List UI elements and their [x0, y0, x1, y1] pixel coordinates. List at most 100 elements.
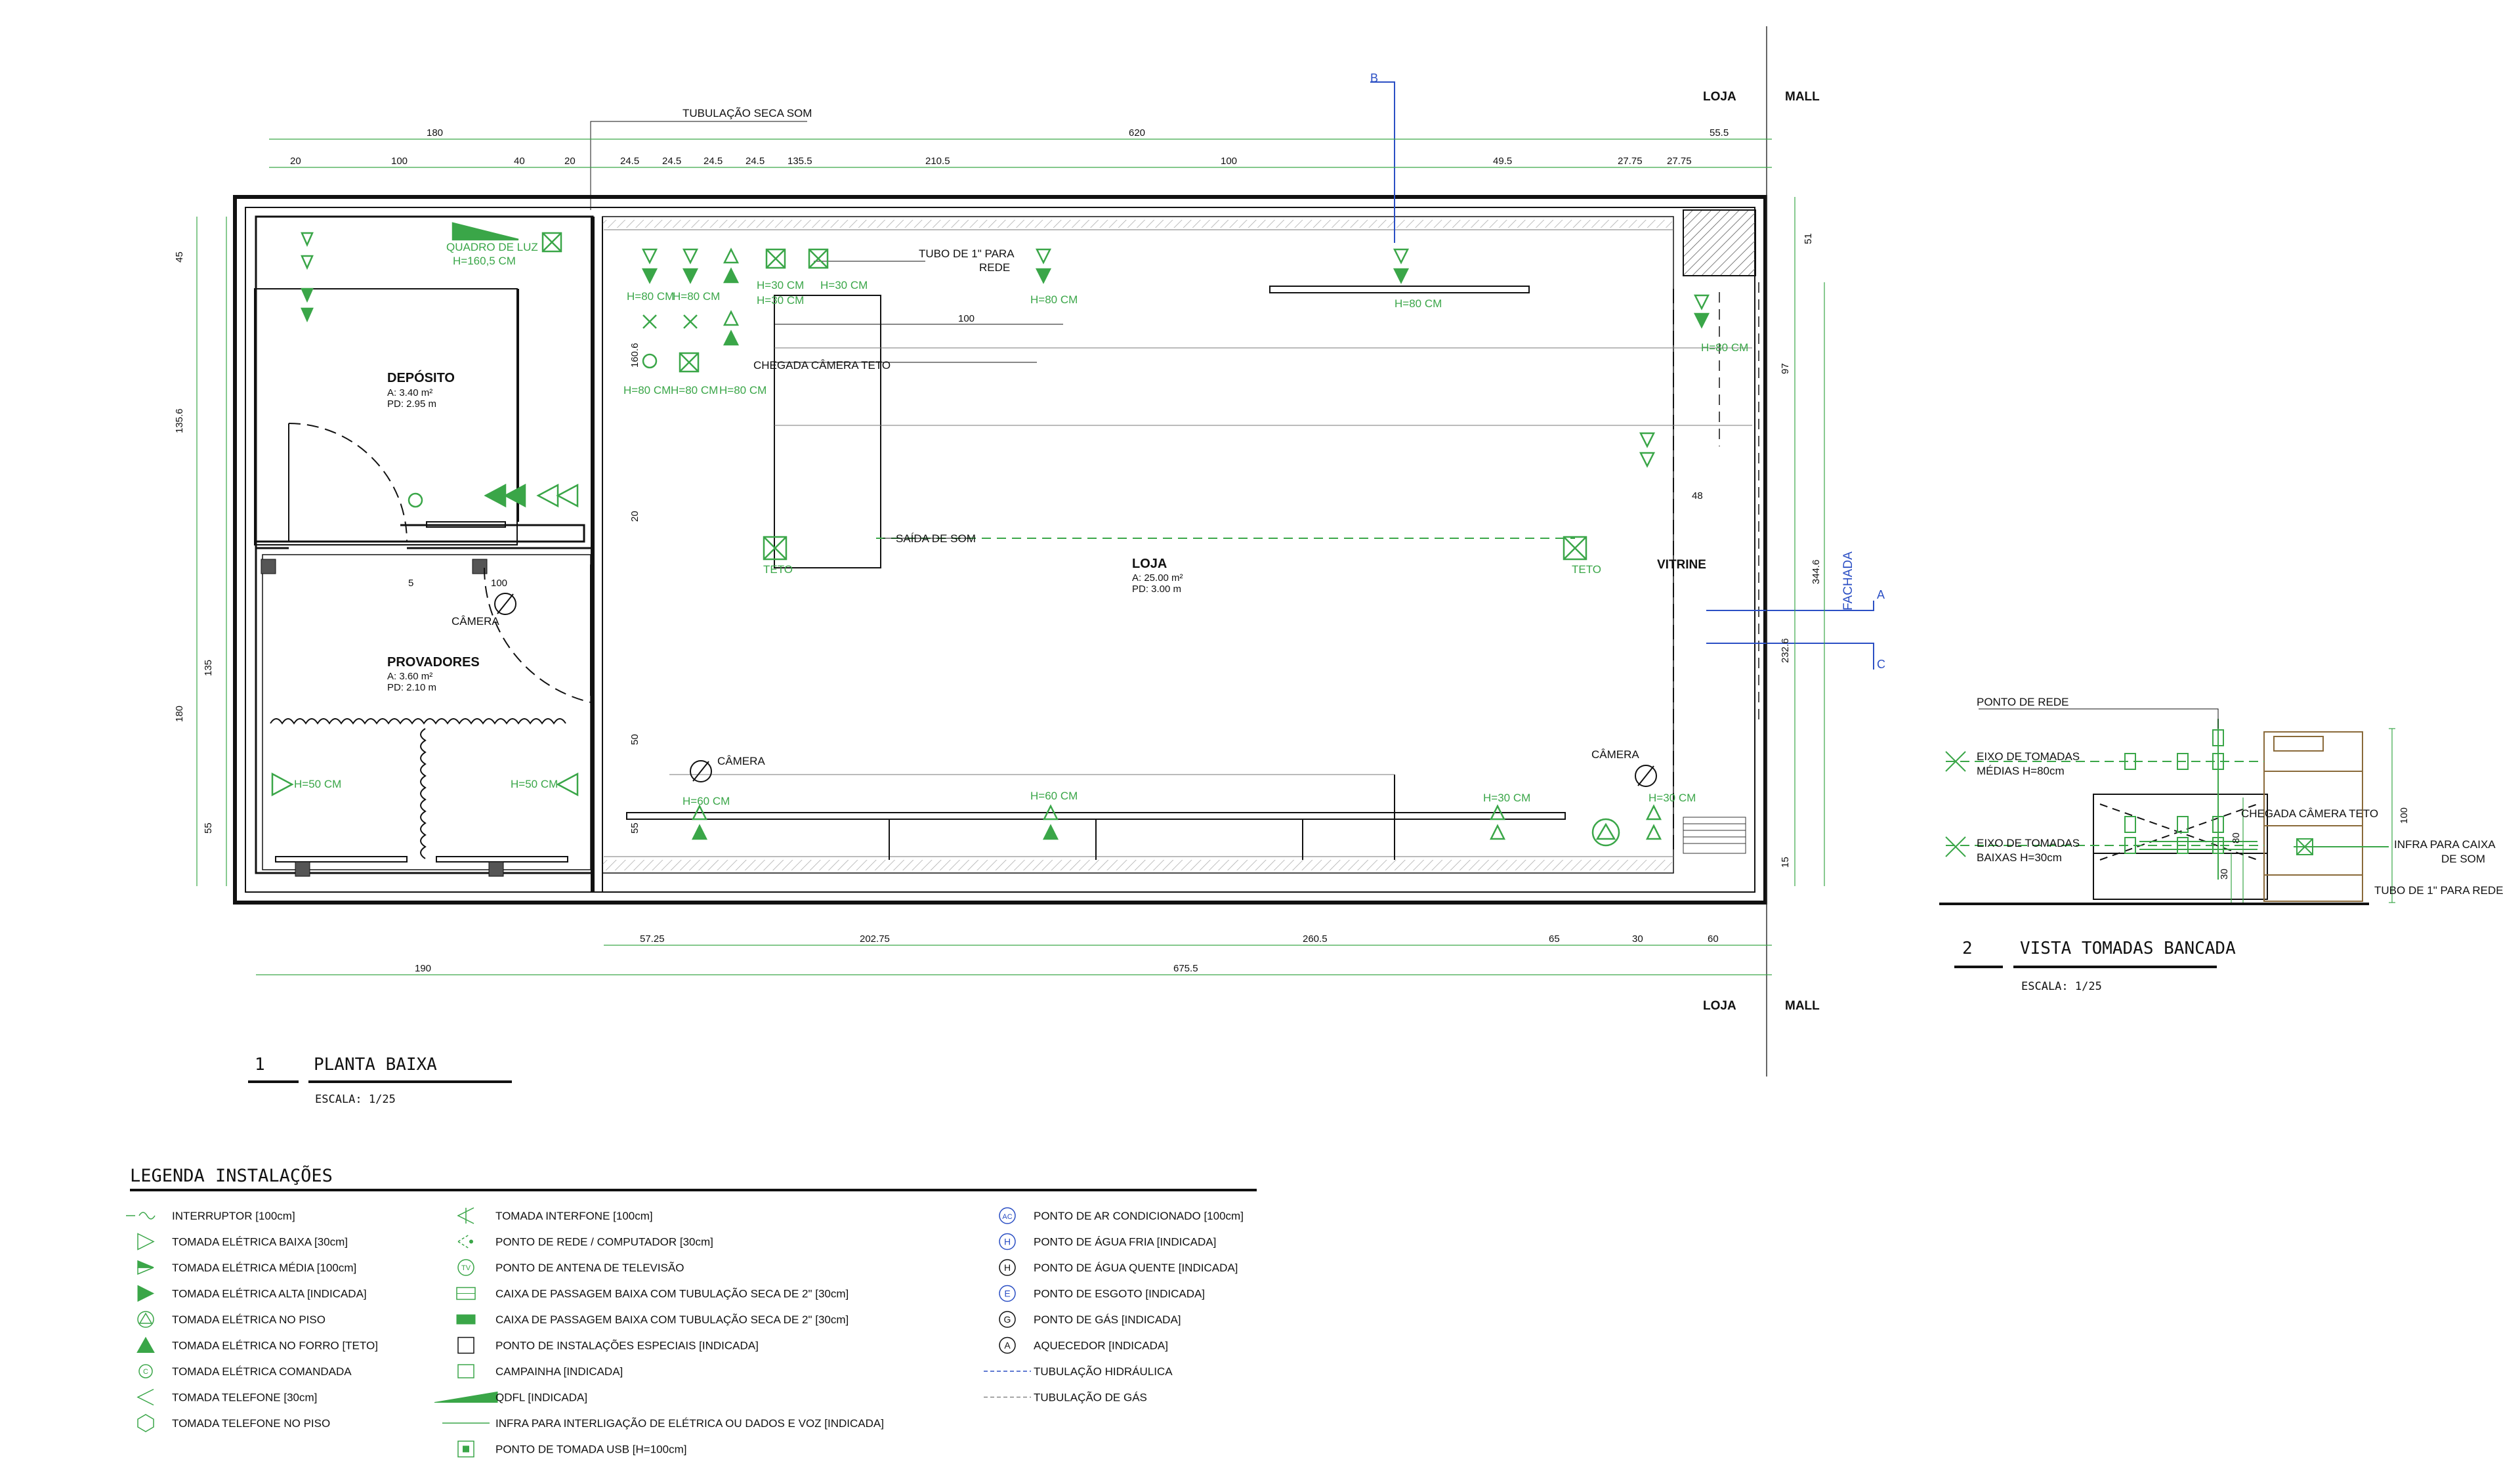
svg-text:H=30 CM: H=30 CM [1483, 792, 1530, 804]
hatch-strip-bottom [602, 860, 1672, 870]
svg-text:EIXO DE TOMADAS: EIXO DE TOMADAS [1977, 750, 2080, 763]
svg-text:CÂMERA: CÂMERA [452, 615, 499, 628]
svg-text:H: H [1004, 1237, 1011, 1247]
legend-item: TUBULAÇÃO DE GÁS [984, 1392, 1147, 1404]
legend-item: TOMADA ELÉTRICA ALTA [INDICADA] [137, 1285, 367, 1302]
sewage-icon: E [999, 1285, 1016, 1302]
svg-text:VISTA TOMADAS BANCADA: VISTA TOMADAS BANCADA [2020, 939, 2236, 958]
svg-text:H=30 CM: H=30 CM [820, 279, 868, 291]
svg-text:48: 48 [1692, 490, 1703, 501]
svg-text:INFRA PARA CAIXA: INFRA PARA CAIXA [2394, 838, 2496, 851]
legend-item-label: TOMADA ELÉTRICA COMANDADA [172, 1365, 352, 1378]
svg-text:H=80 CM: H=80 CM [719, 384, 766, 396]
svg-text:135: 135 [203, 660, 214, 676]
legend-title: LEGENDA INSTALAÇÕES [130, 1165, 333, 1186]
walls [233, 195, 1767, 905]
svg-text:27.75: 27.75 [1667, 156, 1692, 167]
svg-text:1: 1 [255, 1055, 265, 1075]
svg-text:24.5: 24.5 [620, 156, 639, 167]
heater-icon: A [999, 1336, 1016, 1354]
legend-item: TOMADA ELÉTRICA NO PISO [137, 1311, 326, 1328]
legend-item: C TOMADA ELÉTRICA COMANDADA [138, 1364, 352, 1378]
label-mall-top: MALL [1785, 90, 1820, 104]
vitrine-grille [1683, 817, 1746, 854]
room-area-deposito: A: 3.40 m² [387, 387, 432, 398]
gas-icon: G [999, 1311, 1016, 1328]
svg-text:MÉDIAS H=80cm: MÉDIAS H=80cm [1977, 765, 2065, 777]
svg-text:5: 5 [408, 578, 413, 589]
room-pd-loja: PD: 3.00 m [1132, 584, 1181, 595]
door-swing-provadores [483, 567, 591, 703]
controlled-outlet-icon: C [138, 1364, 153, 1378]
svg-text:80: 80 [2231, 832, 2242, 843]
door-swing-deposito [288, 423, 408, 542]
legend-item-label: TOMADA ELÉTRICA NO PISO [172, 1313, 326, 1326]
svg-text:20: 20 [564, 156, 576, 167]
svg-text:H=30 CM: H=30 CM [757, 279, 804, 291]
svg-text:PLANTA BAIXA: PLANTA BAIXA [314, 1055, 437, 1075]
view-title-2: 2 VISTA TOMADAS BANCADA ESCALA: 1/25 [1954, 939, 2236, 993]
floor-outlet-icon [137, 1311, 154, 1328]
svg-text:180: 180 [174, 706, 185, 722]
svg-text:97: 97 [1780, 363, 1791, 374]
svg-text:TUBULAÇÃO SECA SOM: TUBULAÇÃO SECA SOM [682, 107, 812, 119]
svg-text:H=50 CM: H=50 CM [511, 778, 558, 790]
ceiling-outlet-icon [136, 1336, 155, 1353]
svg-text:H=80 CM: H=80 CM [627, 290, 674, 303]
svg-text:15: 15 [1780, 857, 1791, 868]
svg-text:PONTO DE REDE: PONTO DE REDE [1977, 696, 2068, 708]
svg-text:50: 50 [629, 734, 640, 745]
hatched-column [1683, 209, 1756, 276]
svg-text:TETO: TETO [1572, 563, 1601, 576]
svg-text:210.5: 210.5 [925, 156, 950, 167]
legend-item: TOMADA ELÉTRICA NO FORRO [TETO] [136, 1336, 378, 1353]
svg-text:CHEGADA CÂMERA TETO: CHEGADA CÂMERA TETO [753, 359, 891, 372]
legend-item-label: TUBULAÇÃO DE GÁS [1034, 1392, 1147, 1404]
svg-text:160.6: 160.6 [629, 343, 640, 368]
legend-item: PONTO DE TOMADA USB [H=100cm] [457, 1440, 686, 1458]
legend-item: TOMADA INTERFONE [100cm] [457, 1207, 653, 1224]
svg-text:100: 100 [1221, 156, 1237, 167]
camera-icon [1635, 765, 1657, 787]
legend: LEGENDA INSTALAÇÕES INTERRUPTOR [100cm]T… [126, 1165, 1257, 1458]
legend-item: CAIXA DE PASSAGEM BAIXA COM TUBULAÇÃO SE… [456, 1313, 849, 1326]
legend-item-label: QDFL [INDICADA] [495, 1392, 587, 1404]
svg-text:20: 20 [629, 511, 640, 522]
svg-text:100: 100 [491, 578, 507, 589]
svg-text:51: 51 [1803, 233, 1814, 244]
svg-text:20: 20 [290, 156, 301, 167]
svg-text:100: 100 [391, 156, 408, 167]
svg-text:620: 620 [1129, 127, 1145, 139]
svg-text:30: 30 [1632, 933, 1643, 945]
svg-text:27.75: 27.75 [1618, 156, 1643, 167]
room-pd-provadores: PD: 2.10 m [387, 682, 436, 693]
junction-box-icon [456, 1287, 476, 1300]
legend-item-label: INFRA PARA INTERLIGAÇÃO DE ELÉTRICA OU D… [495, 1417, 884, 1430]
room-name-loja: LOJA [1132, 557, 1167, 571]
svg-text:24.5: 24.5 [746, 156, 765, 167]
svg-text:H=80 CM: H=80 CM [1030, 293, 1078, 306]
svg-text:TUBO DE 1" PARA: TUBO DE 1" PARA [919, 247, 1015, 260]
usb-icon [457, 1440, 474, 1458]
legend-item: TOMADA ELÉTRICA MÉDIA [100cm] [137, 1260, 356, 1275]
doorbell-icon [457, 1364, 474, 1378]
ac-icon: AC [999, 1207, 1016, 1224]
legend-item-label: PONTO DE TOMADA USB [H=100cm] [495, 1443, 686, 1456]
svg-text:24.5: 24.5 [662, 156, 681, 167]
annotations: TUBULAÇÃO SECA SOM QUADRO DE LUZ H=160,5… [294, 107, 1748, 807]
legend-item-label: CAMPAINHA [INDICADA] [495, 1365, 623, 1378]
room-name-provadores: PROVADORES [387, 655, 480, 670]
legend-item-label: TOMADA ELÉTRICA NO FORRO [TETO] [172, 1340, 378, 1352]
junction-box-filled-icon [456, 1314, 476, 1325]
svg-text:2: 2 [1962, 939, 1973, 958]
svg-text:100: 100 [2399, 807, 2410, 824]
svg-text:65: 65 [1549, 933, 1560, 945]
intercom-icon [457, 1207, 474, 1224]
legend-item: PONTO DE INSTALAÇÕES ESPECIAIS [INDICADA… [457, 1336, 759, 1354]
svg-text:30: 30 [2219, 868, 2230, 880]
camera-icon [690, 760, 712, 782]
legend-item: PONTO DE REDE / COMPUTADOR [30cm] [457, 1234, 713, 1249]
legend-item: TOMADA TELEFONE [30cm] [136, 1388, 317, 1406]
legend-item-label: PONTO DE ÁGUA QUENTE [INDICADA] [1034, 1262, 1238, 1274]
svg-text:H=160,5 CM: H=160,5 CM [453, 255, 516, 267]
